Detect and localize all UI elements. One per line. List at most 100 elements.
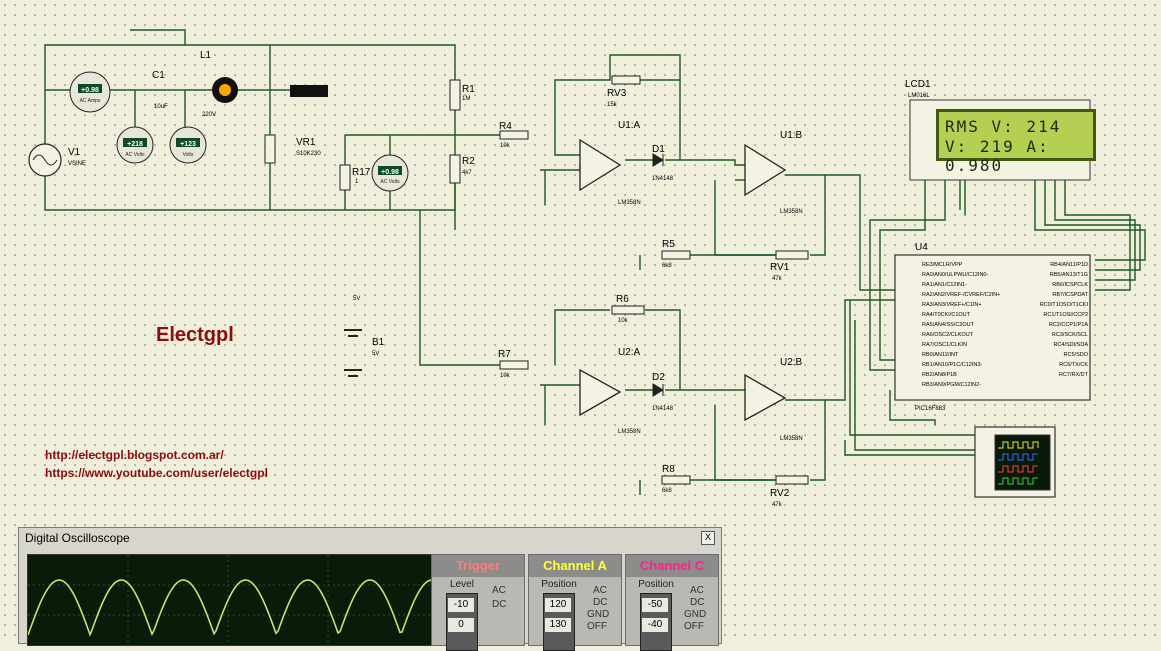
pic-pin-label: RB7/ICSPDAT: [1052, 292, 1088, 298]
r4-value: 10k: [500, 143, 511, 149]
trigger-mode-ac[interactable]: AC: [492, 585, 506, 596]
oscilloscope-screen: [27, 554, 433, 646]
pic-pin-label: RC6/TX/CK: [1059, 362, 1088, 368]
r7-ref: R7: [498, 349, 511, 360]
lcd-display: RMS V: 214 V: 219 A: 0.980: [936, 109, 1096, 175]
pic-pin-label: RB1/AN10/P1C/C12IN3-: [922, 362, 982, 368]
rv1-value: 47k: [772, 276, 783, 282]
pic-pin-labels-right: RB4/AN11/P1DRB5/AN13/T1GRB6/ICSPCLKRB7/I…: [1040, 262, 1089, 378]
pic-pin-label: RA1/AN1/C12IN1-: [922, 282, 967, 288]
pic-pin-label: RB6/ICSPCLK: [1052, 282, 1088, 288]
ac-voltmeter-unit: AC Volts: [125, 152, 145, 158]
u2a-ref: U2:A: [618, 347, 641, 358]
channel-c-mode-off[interactable]: OFF: [684, 621, 704, 632]
rv1-ref: RV1: [770, 262, 790, 273]
r7-value: 10k: [500, 373, 511, 379]
r2-value: 4k7: [462, 170, 472, 176]
u1a-ref: U1:A: [618, 120, 641, 131]
ammeter-unit: AC Amps: [80, 98, 101, 104]
supply-label: 5V: [353, 296, 360, 302]
channel-a-value-2: 130: [545, 618, 571, 632]
d1-value: 1N4148: [652, 176, 674, 182]
pic-pin-label: RC7/RX/DT: [1059, 372, 1089, 378]
pic-pin-label: RA5/AN4/SS/C2OUT: [922, 322, 975, 328]
b1-value: 5V: [372, 351, 379, 357]
channel-c-mode-gnd[interactable]: GND: [684, 609, 707, 620]
ac-voltmeter-2-unit: AC Volts: [380, 179, 400, 185]
trigger-mode-dc[interactable]: DC: [492, 599, 507, 610]
pic-pin-label: RE3/MCLR/VPP: [922, 262, 963, 268]
r6-value: 10k: [618, 318, 629, 324]
pic-pin-label: RC0/T1OSO/T1CKI: [1040, 302, 1089, 308]
channel-trace: [28, 579, 432, 637]
channel-a-position-knob[interactable]: 120 130: [543, 593, 575, 651]
r2-ref: R2: [462, 156, 475, 167]
channel-c-mode-ac[interactable]: AC: [690, 585, 704, 596]
rv2-value: 47k: [772, 502, 783, 508]
trigger-panel: Trigger Level -10 0 AC DC: [431, 554, 525, 651]
pic-pin-label: RC5/SDO: [1064, 352, 1089, 358]
channel-c-position-knob[interactable]: -50 -40: [640, 593, 672, 651]
channel-c-value-1: -50: [642, 598, 668, 612]
lcd-line-2: V: 219 A: 0.980: [945, 137, 1050, 175]
lcd-line-1: RMS V: 214: [945, 117, 1062, 136]
pic-pin-label: RC3/SCK/SCL: [1052, 332, 1088, 338]
vr1-value: S10K230: [296, 151, 321, 157]
schematic-wires: [44, 29, 1146, 495]
pic-pin-label: RA4/T0CKI/C1OUT: [922, 312, 971, 318]
r4-ref: R4: [499, 121, 512, 132]
u2b-value: LM358N: [780, 436, 803, 442]
u2b-ref: U2:B: [780, 357, 803, 368]
channel-a-mode-off[interactable]: OFF: [587, 621, 607, 632]
channel-a-panel: Channel A Position 120 130 AC DC GND OFF: [528, 554, 622, 651]
u1b-value: LM358N: [780, 209, 803, 215]
ac-voltmeter-2-reading: +0.98: [381, 169, 399, 176]
trigger-value-1: -10: [448, 598, 474, 612]
r5-ref: R5: [662, 239, 675, 250]
pic-pin-label: RB2/AN8/P1B: [922, 372, 957, 378]
channel-c-panel: Channel C Position -50 -40 AC DC GND OFF: [625, 554, 719, 651]
ac-voltmeter-reading: +218: [127, 141, 143, 148]
close-icon[interactable]: X: [701, 531, 715, 545]
vr1-ref: VR1: [296, 137, 316, 148]
brand-title: Electgpl: [156, 324, 234, 346]
trigger-value-2: 0: [448, 618, 474, 632]
trigger-level-label: Level: [450, 579, 474, 590]
pic-pin-label: RB5/AN13/T1G: [1050, 272, 1088, 278]
u1b-ref: U1:B: [780, 130, 803, 141]
pic-pin-label: RB0/AN12/INT: [922, 352, 959, 358]
d2-ref: D2: [652, 372, 665, 383]
meter-bodies: [69, 71, 409, 192]
r1-ref: R1: [462, 84, 475, 95]
youtube-link[interactable]: https://www.youtube.com/user/electgpl: [45, 466, 268, 480]
dc-voltmeter-reading: +123: [180, 141, 196, 148]
r6-ref: R6: [616, 294, 629, 305]
channel-a-mode-dc[interactable]: DC: [593, 597, 608, 608]
l1-value: 220V: [202, 112, 216, 118]
r1-value: 1M: [462, 96, 470, 102]
d2-value: 1N4148: [652, 406, 674, 412]
r8-ref: R8: [662, 464, 675, 475]
channel-a-mode-gnd[interactable]: GND: [587, 609, 610, 620]
channel-c-mode-dc[interactable]: DC: [690, 597, 705, 608]
pic-pin-label: RB3/AN9/PGM/C12IN2-: [922, 382, 981, 388]
rv2-ref: RV2: [770, 488, 790, 499]
channel-c-header: Channel C: [626, 555, 718, 577]
channel-a-header: Channel A: [529, 555, 621, 577]
channel-a-mode-ac[interactable]: AC: [593, 585, 607, 596]
channel-a-position-label: Position: [541, 579, 577, 590]
u2a-value: LM358N: [618, 429, 641, 435]
r17-ref: R17: [352, 167, 371, 178]
r5-value: 6k8: [662, 263, 672, 269]
u1a-value: LM358N: [618, 200, 641, 206]
d1-ref: D1: [652, 144, 665, 155]
l1-ref: L1: [200, 50, 212, 61]
window-title: Digital Oscilloscope: [25, 531, 130, 545]
c1-ref: C1: [152, 70, 165, 81]
trigger-level-knob[interactable]: -10 0: [446, 593, 478, 651]
pic-pin-label: RA0/AN0/ULPWU/C12IN0-: [922, 272, 988, 278]
oscilloscope-window[interactable]: Digital Oscilloscope X Trigger Level -10…: [18, 527, 722, 651]
blog-link[interactable]: http://electgpl.blogspot.com.ar/: [45, 448, 224, 462]
v1-ref: V1: [68, 147, 81, 158]
r8-value: 6k8: [662, 488, 672, 494]
